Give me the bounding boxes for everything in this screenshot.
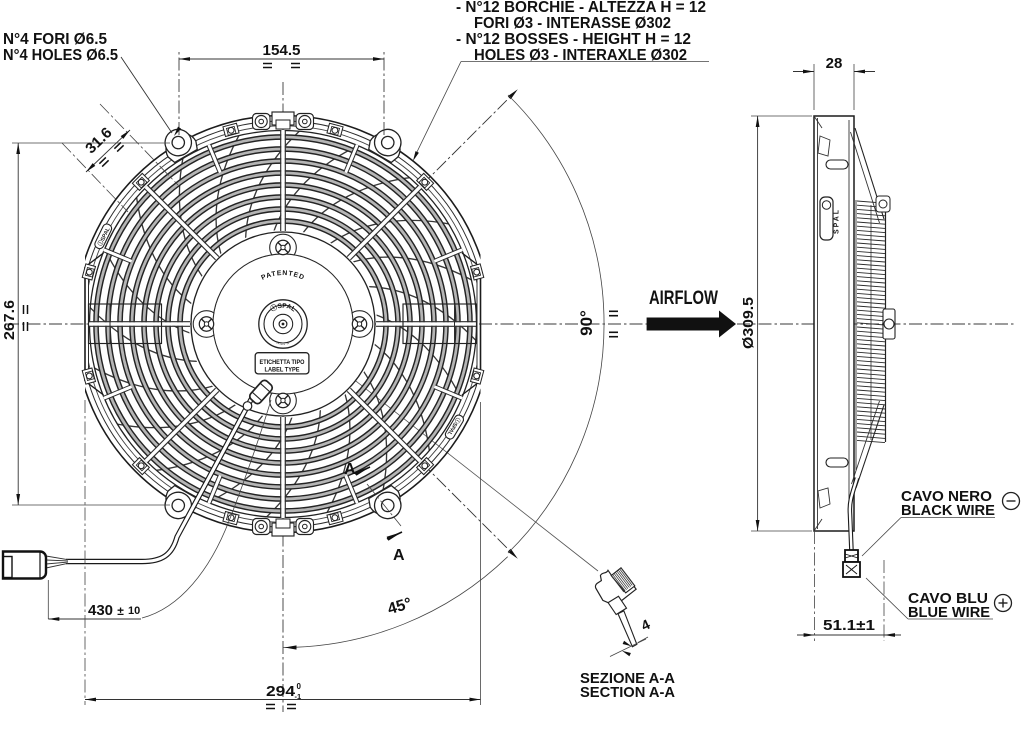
svg-text:-1: -1 (295, 692, 302, 701)
svg-text:CAVO BLU: CAVO BLU (908, 590, 988, 607)
svg-text:AIRFLOW: AIRFLOW (649, 287, 718, 309)
svg-text:430 ± 10: 430 ± 10 (88, 602, 140, 619)
svg-text:SPAL: SPAL (834, 209, 841, 234)
svg-text:SECTION A-A: SECTION A-A (580, 684, 675, 701)
svg-text:267.6: 267.6 (1, 300, 18, 340)
svg-text:ⓘSPAL: ⓘSPAL (269, 302, 297, 313)
svg-text:51.1±1: 51.1±1 (823, 617, 875, 634)
svg-text:ETICHETTA TIPO: ETICHETTA TIPO (260, 359, 305, 366)
svg-text:FORI Ø3 - INTERASSE Ø302: FORI Ø3 - INTERASSE Ø302 (474, 15, 671, 32)
svg-text:Ø309.5: Ø309.5 (740, 297, 757, 349)
svg-text:BLACK WIRE: BLACK WIRE (901, 502, 995, 519)
svg-text:HOLES Ø3 - INTERAXLE Ø302: HOLES Ø3 - INTERAXLE Ø302 (474, 47, 687, 64)
svg-text:N°4 HOLES Ø6.5: N°4 HOLES Ø6.5 (3, 47, 118, 64)
svg-text:90°: 90° (577, 310, 596, 336)
svg-text:0: 0 (297, 682, 302, 691)
svg-text:BLUE WIRE: BLUE WIRE (908, 604, 990, 621)
svg-text:LABEL TYPE: LABEL TYPE (265, 367, 301, 374)
svg-text:SEZIONE A-A: SEZIONE A-A (580, 670, 675, 687)
svg-text:······ ··: ······ ·· (275, 341, 291, 348)
svg-text:A: A (393, 547, 405, 564)
svg-text:28: 28 (826, 55, 843, 72)
svg-text:- N°12 BOSSES - HEIGHT H = 12: - N°12 BOSSES - HEIGHT H = 12 (456, 31, 691, 48)
svg-text:294: 294 (266, 683, 296, 700)
svg-text:A: A (344, 461, 356, 478)
svg-text:45°: 45° (386, 595, 414, 618)
svg-text:CAVO NERO: CAVO NERO (901, 488, 992, 505)
svg-text:PATENTED: PATENTED (260, 270, 305, 282)
svg-text:- N°12 BORCHIE - ALTEZZA H = 1: - N°12 BORCHIE - ALTEZZA H = 12 (456, 0, 706, 16)
svg-text:154.5: 154.5 (263, 42, 301, 59)
svg-text:N°4 FORI Ø6.5: N°4 FORI Ø6.5 (3, 31, 107, 48)
